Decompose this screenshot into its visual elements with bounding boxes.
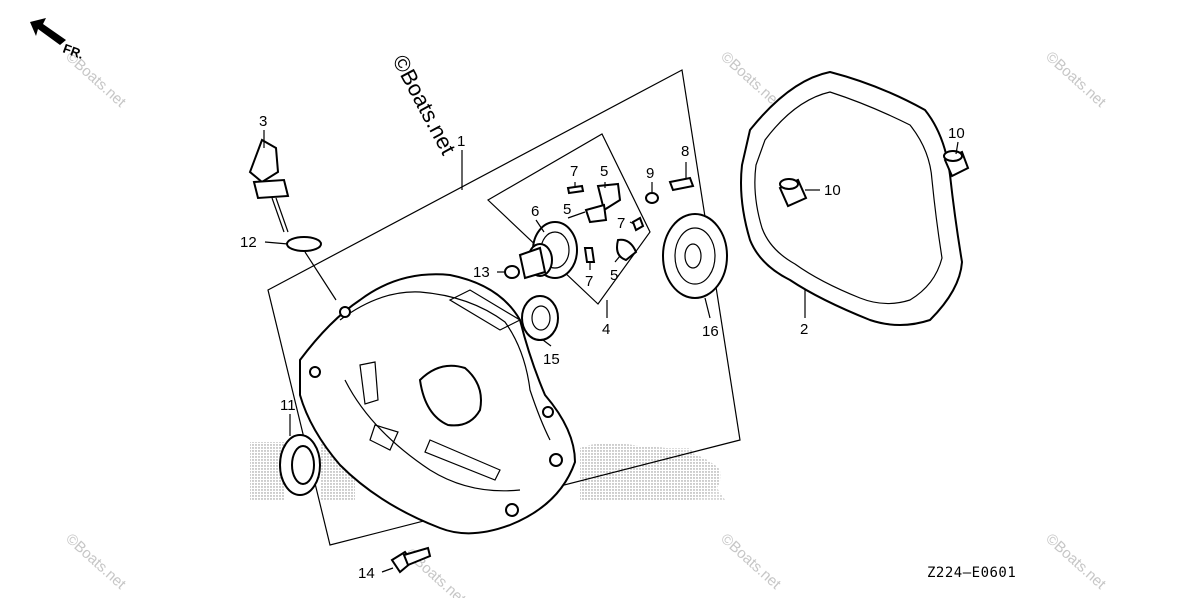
callout-5b: 5 xyxy=(563,201,571,218)
governor-weight xyxy=(584,203,608,224)
governor-weight xyxy=(596,182,622,212)
washer xyxy=(645,192,659,204)
callout-6: 6 xyxy=(531,203,539,220)
crankcase-cover xyxy=(299,273,577,535)
oil-level-gauge xyxy=(248,138,290,233)
callout-2: 2 xyxy=(800,321,808,338)
callout-15: 15 xyxy=(543,351,560,368)
callout-9: 9 xyxy=(646,165,654,182)
front-label: FR. xyxy=(61,41,86,62)
governor-weight xyxy=(616,238,638,262)
watermark-text: ©Boats.net xyxy=(717,530,784,593)
callout-5a: 5 xyxy=(600,163,608,180)
oil-seal xyxy=(279,434,321,496)
callout-12: 12 xyxy=(240,234,257,251)
governor-pin xyxy=(566,184,585,195)
governor-pin xyxy=(631,216,645,232)
callout-16: 16 xyxy=(702,323,719,340)
dowel-pin xyxy=(778,178,808,208)
callout-8: 8 xyxy=(681,143,689,160)
dowel-pin xyxy=(943,150,970,178)
callout-10a: 10 xyxy=(948,125,965,142)
callout-7b: 7 xyxy=(585,273,593,290)
callouts: 1 2 3 4 5 5 5 6 7 7 7 8 9 10 10 11 12 13… xyxy=(240,113,965,582)
case-gasket xyxy=(740,70,964,326)
watermark-text: ©Boats.net xyxy=(62,530,129,593)
governor-pin xyxy=(583,247,596,263)
leader-lines xyxy=(263,130,959,573)
front-direction-arrow: FR. xyxy=(30,18,86,62)
watermark-text: ©Boats.net xyxy=(1042,530,1109,593)
callout-14: 14 xyxy=(358,565,375,582)
nut xyxy=(504,265,520,279)
callout-11: 11 xyxy=(280,397,296,414)
callout-7a: 7 xyxy=(570,163,578,180)
watermark-text: ©Boats.net xyxy=(1042,48,1109,111)
callout-4: 4 xyxy=(602,321,610,338)
callout-3: 3 xyxy=(259,113,267,130)
honda-logo-watermark xyxy=(250,442,725,500)
copyright-text: ©Boats.net xyxy=(388,51,461,159)
dowel-pin xyxy=(668,176,695,192)
callout-7c: 7 xyxy=(617,215,625,232)
callout-10b: 10 xyxy=(824,182,841,199)
o-ring xyxy=(286,236,322,252)
diagram-code: Z224—E0601 xyxy=(927,565,1016,581)
governor-gear xyxy=(518,221,578,280)
ball-bearing-small xyxy=(521,295,559,341)
flange-bolt xyxy=(390,546,432,574)
callout-5c: 5 xyxy=(610,267,618,284)
callout-13: 13 xyxy=(473,264,490,281)
watermark-text: ©Boats.net xyxy=(717,48,784,111)
ball-bearing-large xyxy=(662,213,728,299)
callout-1: 1 xyxy=(457,133,465,150)
